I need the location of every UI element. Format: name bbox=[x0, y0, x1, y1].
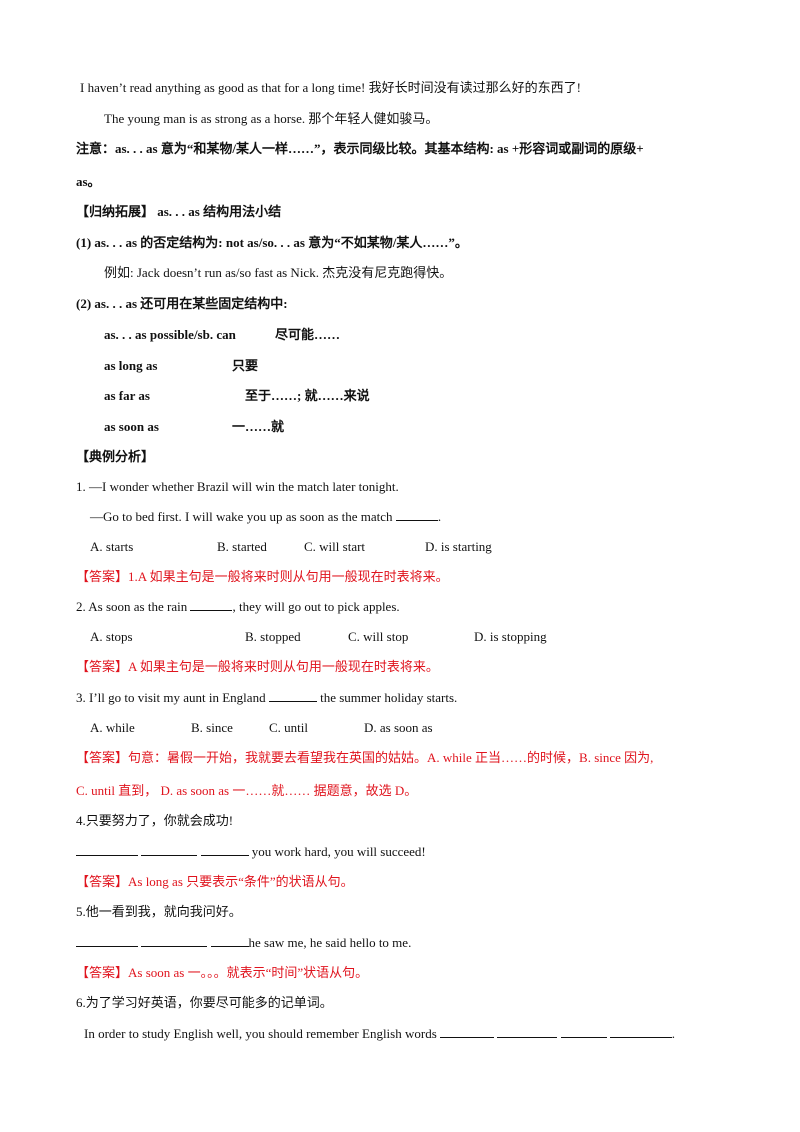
q2-option-d: D. is stopping bbox=[474, 629, 547, 644]
q6-fill-pre: In order to study English well, you shou… bbox=[84, 1026, 437, 1041]
q3-stem-pre: 3. I’ll go to visit my aunt in England bbox=[76, 690, 266, 705]
phrase-cn-1: 尽可能…… bbox=[275, 327, 341, 342]
q3-option-d: D. as soon as bbox=[364, 720, 433, 735]
phrase-cn-2: 只要 bbox=[232, 358, 259, 373]
q2-answer: 【答案】A 如果主句是一般将来时则从句用一般现在时表将来。 bbox=[76, 659, 439, 674]
q1-option-b: B. started bbox=[217, 539, 267, 554]
q4-blank-2 bbox=[141, 843, 198, 856]
q3-blank bbox=[268, 689, 317, 702]
q4-answer: 【答案】As long as 只要表示“条件”的状语从句。 bbox=[76, 874, 354, 889]
q5-blank-2 bbox=[141, 934, 208, 947]
q2-blank bbox=[190, 598, 233, 611]
phrase-cn-3: 至于……; 就……来说 bbox=[245, 388, 370, 403]
examples-heading: 【典例分析】 bbox=[76, 449, 155, 464]
point-2: (2) as. . . as 还可用在某些固定结构中: bbox=[76, 296, 288, 311]
q3-option-c: C. until bbox=[269, 720, 309, 735]
q1-blank bbox=[395, 508, 438, 521]
q5-fill-post: he saw me, he said hello to me. bbox=[248, 935, 412, 950]
q2-stem-post: , they will go out to pick apples. bbox=[232, 599, 400, 614]
note-line-2: as。 bbox=[76, 174, 101, 189]
q5-stem: 5.他一看到我，就向我问好。 bbox=[76, 904, 242, 919]
point-1-example: 例如: Jack doesn’t run as/so fast as Nick.… bbox=[104, 265, 453, 280]
q3-answer-2: C. until 直到， D. as soon as 一……就…… 据题意，故选… bbox=[76, 783, 418, 798]
q2-option-c: C. will stop bbox=[348, 629, 409, 644]
q2-option-b: B. stopped bbox=[245, 629, 301, 644]
q6-blank-3 bbox=[560, 1025, 607, 1038]
summary-heading: 【归纳拓展】 as. . . as 结构用法小结 bbox=[76, 204, 282, 219]
q4-blank-3 bbox=[200, 843, 249, 856]
phrase-en-1: as. . . as possible/sb. can bbox=[104, 327, 236, 342]
q2-stem-pre: 2. As soon as the rain bbox=[76, 599, 188, 614]
q2-stem: 2. As soon as the rain , they will go ou… bbox=[76, 598, 400, 616]
q4-fill-line: you work hard, you will succeed! bbox=[76, 843, 426, 861]
q6-blank-1 bbox=[440, 1025, 495, 1038]
example-sentence-1: I haven’t read anything as good as that … bbox=[80, 80, 581, 95]
q3-option-b: B. since bbox=[191, 720, 233, 735]
point-1: (1) as. . . as 的否定结构为: not as/so. . . as… bbox=[76, 235, 468, 250]
q5-blank-1 bbox=[76, 934, 138, 947]
q1-stem-text: —Go to bed first. I will wake you up as … bbox=[90, 509, 393, 524]
q1-option-d: D. is starting bbox=[425, 539, 492, 554]
phrase-cn-4: 一……就 bbox=[232, 419, 285, 434]
q5-blank-3 bbox=[210, 934, 249, 947]
q6-stem: 6.为了学习好英语，你要尽可能多的记单词。 bbox=[76, 995, 333, 1010]
q3-option-a: A. while bbox=[90, 720, 135, 735]
phrase-en-3: as far as bbox=[104, 388, 150, 403]
q5-answer: 【答案】As soon as 一。。。就表示“时间”状语从句。 bbox=[76, 965, 369, 980]
q5-fill-line: he saw me, he said hello to me. bbox=[76, 934, 411, 952]
q4-blank-1 bbox=[76, 843, 138, 856]
phrase-en-2: as long as bbox=[104, 358, 158, 373]
q3-stem: 3. I’ll go to visit my aunt in England t… bbox=[76, 689, 457, 707]
q1-stem-end: . bbox=[437, 509, 442, 524]
q6-fill-end: . bbox=[671, 1026, 676, 1041]
q1-answer: 【答案】1.A 如果主句是一般将来时则从句用一般现在时表将来。 bbox=[76, 569, 449, 584]
q6-blank-2 bbox=[497, 1025, 558, 1038]
q6-fill-line: In order to study English well, you shou… bbox=[84, 1025, 675, 1043]
q2-option-a: A. stops bbox=[90, 629, 133, 644]
q1-option-a: A. starts bbox=[90, 539, 134, 554]
phrase-en-4: as soon as bbox=[104, 419, 159, 434]
q4-stem: 4.只要努力了，你就会成功! bbox=[76, 813, 234, 828]
note-line-1: 注意：as. . . as 意为“和某物/某人一样……”，表示同级比较。其基本结… bbox=[76, 141, 644, 156]
q4-fill-post: you work hard, you will succeed! bbox=[251, 844, 426, 859]
q1-option-c: C. will start bbox=[304, 539, 366, 554]
q6-blank-4 bbox=[609, 1025, 672, 1038]
q1-stem-2: —Go to bed first. I will wake you up as … bbox=[90, 508, 441, 526]
q1-stem-1: 1. —I wonder whether Brazil will win the… bbox=[76, 479, 399, 494]
q3-stem-post: the summer holiday starts. bbox=[320, 690, 458, 705]
q3-answer-1: 【答案】句意：暑假一开始，我就要去看望我在英国的姑姑。A. while 正当……… bbox=[76, 750, 654, 765]
example-sentence-2: The young man is as strong as a horse. 那… bbox=[104, 111, 439, 126]
